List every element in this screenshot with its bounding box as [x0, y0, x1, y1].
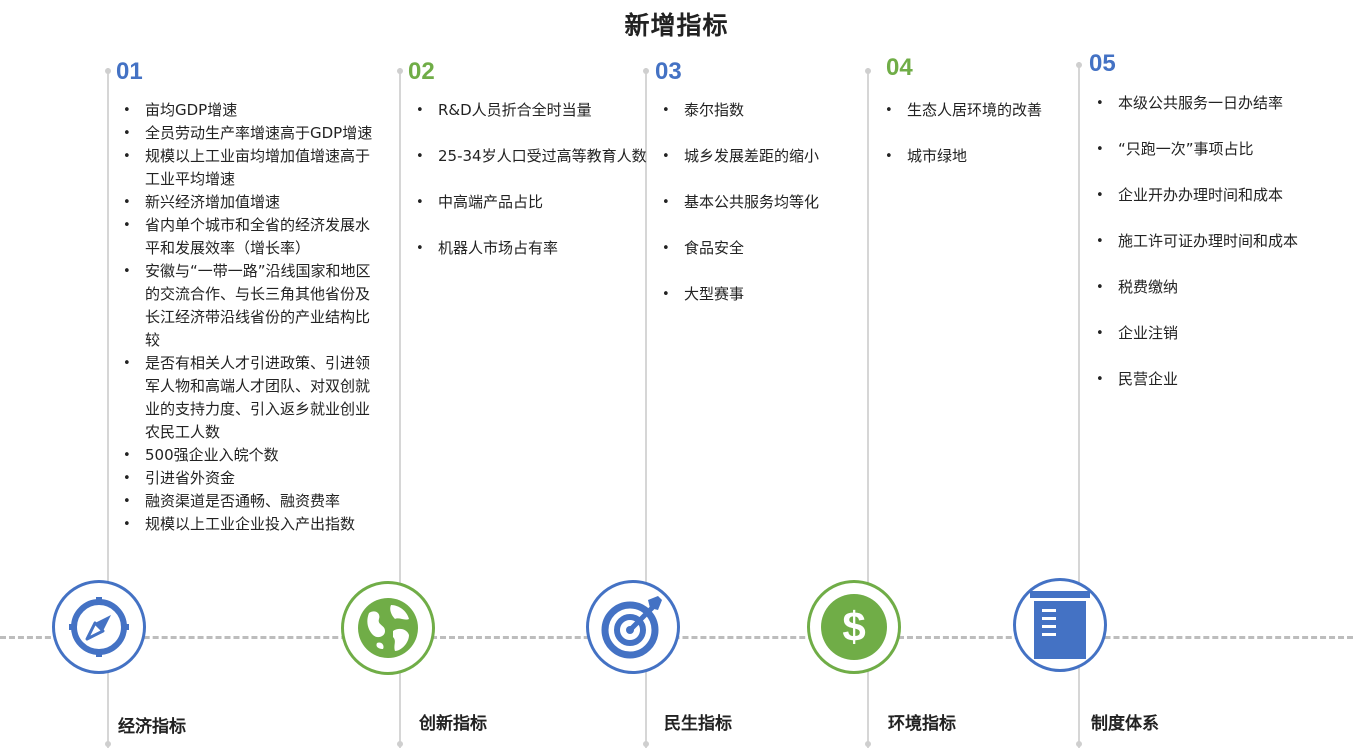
- institution-indicator-list: 本级公共服务一日办结率 “只跑一次”事项占比 企业开办办理时间和成本 施工许可证…: [1090, 92, 1340, 391]
- line-dot: [1076, 741, 1082, 747]
- list-item: 规模以上工业亩均增加值增速高于工业平均增速: [117, 145, 379, 191]
- column-label-environment: 环境指标: [888, 714, 956, 734]
- list-item: 民营企业: [1090, 368, 1340, 391]
- list-item: 中高端产品占比: [410, 191, 650, 214]
- livelihood-icon-circle: [586, 580, 680, 674]
- timeline-line-01: [107, 68, 109, 748]
- column-label-innovation: 创新指标: [419, 714, 487, 734]
- innovation-indicator-list: R&D人员折合全时当量 25-34岁人口受过高等教育人数 中高端产品占比 机器人…: [410, 99, 650, 260]
- list-item: 大型赛事: [656, 283, 866, 306]
- line-dot: [643, 68, 649, 74]
- line-dot: [105, 68, 111, 74]
- list-item: “只跑一次”事项占比: [1090, 138, 1340, 161]
- line-dot: [643, 741, 649, 747]
- target-icon: [601, 596, 662, 659]
- list-item: 500强企业入皖个数: [117, 444, 379, 467]
- livelihood-indicator-list: 泰尔指数 城乡发展差距的缩小 基本公共服务均等化 食品安全 大型赛事: [656, 99, 866, 306]
- list-item: 规模以上工业企业投入产出指数: [117, 513, 379, 536]
- line-dot: [105, 741, 111, 747]
- list-item: 是否有相关人才引进政策、引进领军人物和高端人才团队、对双创就业的支持力度、引入返…: [117, 352, 379, 444]
- dollar-icon: $: [821, 594, 887, 660]
- list-item: 机器人市场占有率: [410, 237, 650, 260]
- column-label-livelihood: 民生指标: [664, 714, 732, 734]
- column-number-02: 02: [408, 58, 435, 85]
- list-item: 亩均GDP增速: [117, 99, 379, 122]
- page-title: 新增指标: [624, 11, 729, 40]
- list-item: R&D人员折合全时当量: [410, 99, 650, 122]
- list-item: 安徽与“一带一路”沿线国家和地区的交流合作、与长三角其他省份及长江经济带沿线省份…: [117, 260, 379, 352]
- environment-indicator-list: 生态人居环境的改善 城市绿地: [879, 99, 1069, 168]
- list-item: 全员劳动生产率增速高于GDP增速: [117, 122, 379, 145]
- list-item: 基本公共服务均等化: [656, 191, 866, 214]
- svg-text:$: $: [842, 603, 865, 650]
- institution-icon-circle: [1013, 578, 1107, 672]
- list-item: 融资渠道是否通畅、融资费率: [117, 490, 379, 513]
- timeline-line-04: [867, 68, 869, 748]
- timeline-line-02: [399, 68, 401, 748]
- globe-icon: [358, 598, 418, 658]
- column-label-economic: 经济指标: [118, 717, 186, 737]
- line-dot: [397, 741, 403, 747]
- column-number-05: 05: [1089, 50, 1116, 77]
- list-item: 25-34岁人口受过高等教育人数: [410, 145, 650, 168]
- list-item: 生态人居环境的改善: [879, 99, 1069, 122]
- list-item: 省内单个城市和全省的经济发展水平和发展效率（增长率）: [117, 214, 379, 260]
- compass-icon: [69, 597, 129, 657]
- column-number-03: 03: [655, 58, 682, 85]
- list-item: 食品安全: [656, 237, 866, 260]
- line-dot: [865, 68, 871, 74]
- list-item: 新兴经济增加值增速: [117, 191, 379, 214]
- list-item: 城市绿地: [879, 145, 1069, 168]
- line-dot: [865, 741, 871, 747]
- column-number-04: 04: [886, 54, 913, 81]
- economic-icon-circle: [52, 580, 146, 674]
- economic-indicator-list: 亩均GDP增速 全员劳动生产率增速高于GDP增速 规模以上工业亩均增加值增速高于…: [117, 99, 379, 536]
- list-item: 税费缴纳: [1090, 276, 1340, 299]
- list-item: 企业开办办理时间和成本: [1090, 184, 1340, 207]
- column-number-01: 01: [116, 58, 143, 85]
- column-label-institution: 制度体系: [1091, 714, 1159, 734]
- timeline-line-03: [645, 68, 647, 748]
- line-dot: [397, 68, 403, 74]
- list-item: 引进省外资金: [117, 467, 379, 490]
- list-item: 泰尔指数: [656, 99, 866, 122]
- innovation-icon-circle: [341, 581, 435, 675]
- list-item: 本级公共服务一日办结率: [1090, 92, 1340, 115]
- timeline-line-05: [1078, 62, 1080, 748]
- document-icon: [1030, 591, 1090, 659]
- environment-icon-circle: $: [807, 580, 901, 674]
- line-dot: [1076, 62, 1082, 68]
- list-item: 施工许可证办理时间和成本: [1090, 230, 1340, 253]
- list-item: 城乡发展差距的缩小: [656, 145, 866, 168]
- list-item: 企业注销: [1090, 322, 1340, 345]
